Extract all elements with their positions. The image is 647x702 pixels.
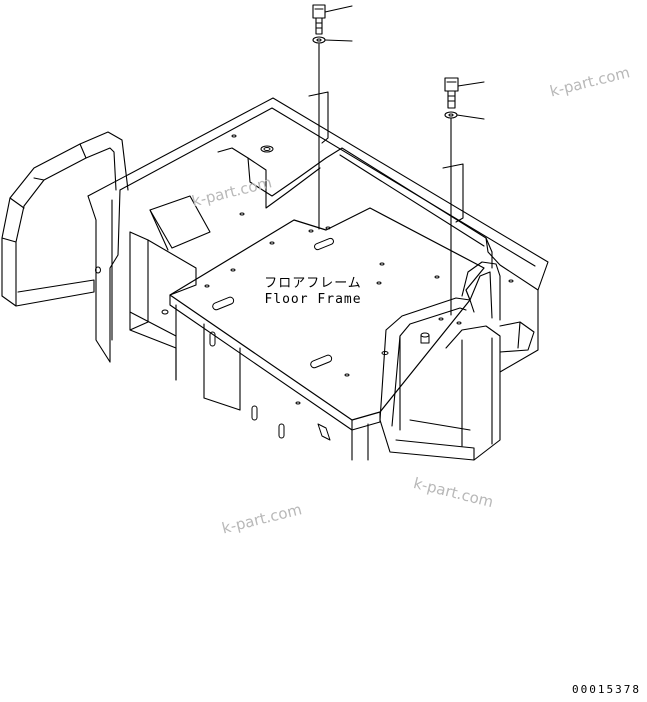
drawing-number: 00015378 [572,683,641,696]
bolt-right-guide [442,163,464,223]
washer-left[interactable] [312,36,353,44]
floor-frame-label: フロアフレーム Floor Frame [258,276,368,308]
floor-frame[interactable] [87,97,549,461]
bolt-left-guide [308,91,329,144]
handrail-right[interactable] [379,261,535,461]
floor-frame-label-jp: フロアフレーム [264,276,362,291]
bolt-left[interactable] [312,4,353,35]
handrail-left[interactable] [1,131,129,363]
bolt-right[interactable] [444,77,485,109]
mounting-holes [95,134,514,441]
floor-frame-label-en: Floor Frame [264,292,362,307]
